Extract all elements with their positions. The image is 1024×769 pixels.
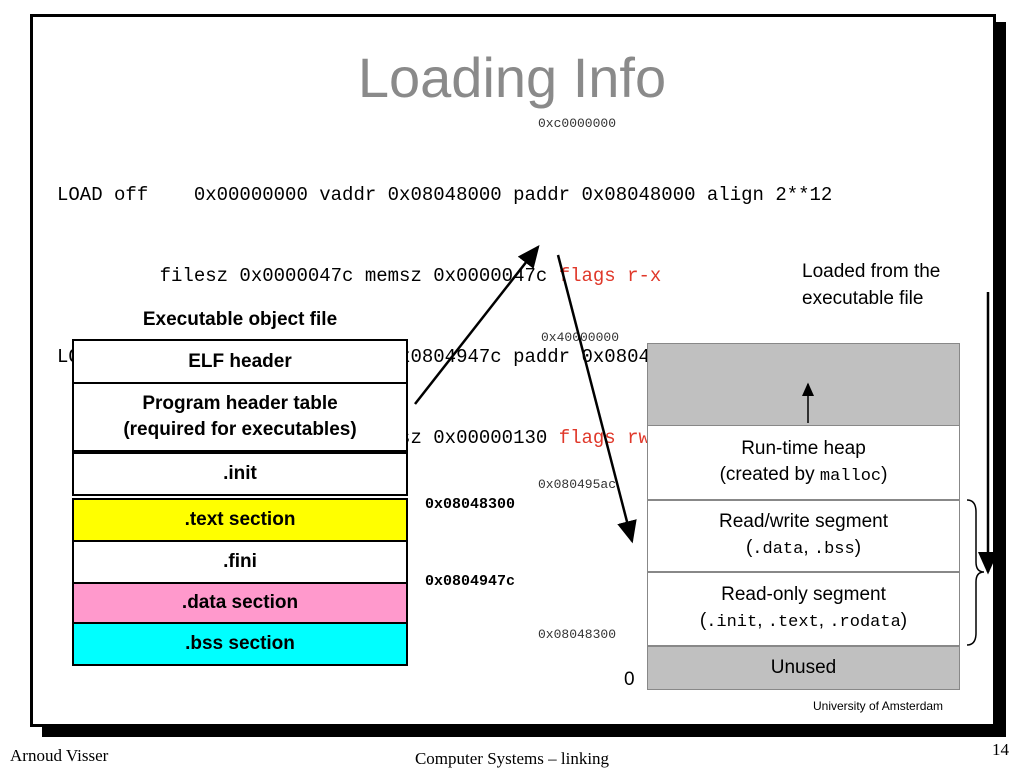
read-only-segment-region: Read-only segment (.init, .text, .rodata… [647,572,960,646]
loaded-segments-brace [966,499,985,646]
exec-file-heading: Executable object file [142,309,338,330]
unused-region: Unused [647,646,960,690]
university-label: University of Amsterdam [813,699,944,713]
footer-page-number: 14 [992,740,1009,759]
fini-section-box: .fini [72,540,408,584]
top-address-label: 0xc0000000 [538,116,617,131]
address-heap-start: 0x080495ac [538,477,617,492]
loaded-from-note: Loaded from the executable file [802,261,941,309]
program-header-table-box: Program header table (required for execu… [72,382,408,452]
text-section-address: 0x08048300 [425,496,516,513]
init-section-box: .init [72,452,408,496]
ph1-line1: LOAD off 0x00000000 vaddr 0x08048000 pad… [57,184,833,206]
data-section-box: .data section [72,582,408,624]
runtime-heap-region: Run-time heap (created by malloc) [647,425,960,500]
footer-author: Arnoud Visser [10,746,109,765]
text-section-box: .text section [72,498,408,542]
bss-section-box: .bss section [72,622,408,666]
elf-header-box: ELF header [72,339,408,384]
arrow-program-header-to-listing [414,245,540,405]
arrow-listing-to-memory [556,254,637,544]
ph1-flags: flags r-x [558,265,662,287]
footer-course: Computer Systems – linking [414,749,610,768]
address-ro-start: 0x08048300 [538,627,617,642]
address-zero: 0 [624,669,635,690]
slide-title: Loading Info [357,46,667,109]
data-section-address: 0x0804947c [425,573,516,590]
read-write-segment-region: Read/write segment (.data, .bss) [647,500,960,572]
